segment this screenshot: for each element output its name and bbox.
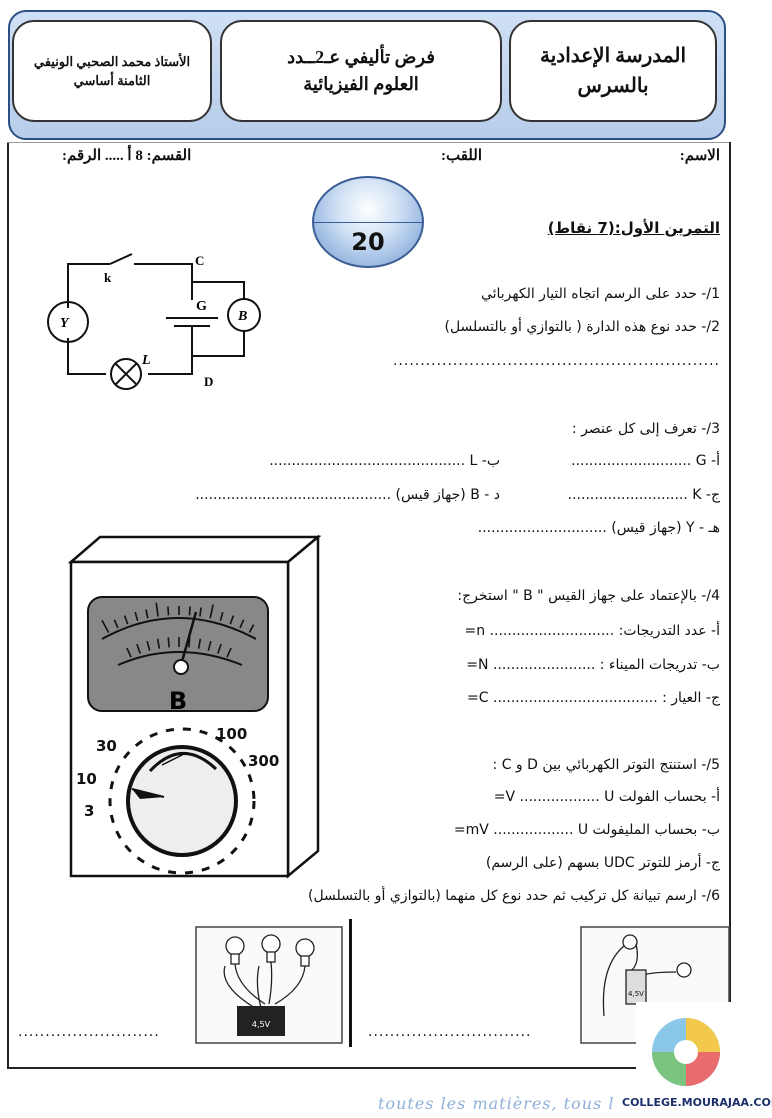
scale-tick <box>123 615 129 625</box>
teacher-box: الأستاذ محمد الصحبي الونيفي الثامنة أساس… <box>12 20 212 122</box>
site-logo[interactable]: COLLEGE.MOURAJAA.COM <box>622 1002 772 1112</box>
circuit-diagram: k C G Y B L D <box>47 253 261 390</box>
surname-label: اللقب: <box>440 148 482 164</box>
question-4: 4/- بالإعتماد على جهاز القيس " B " استخر… <box>457 588 720 604</box>
caliber-30: 30 <box>96 737 117 755</box>
scale-tick <box>207 640 212 651</box>
top-divider <box>7 142 729 143</box>
item-y[interactable]: هـ - Y (جهاز قيس) ......................… <box>477 520 720 536</box>
parallel-lamps-photo: 4,5V <box>195 926 343 1044</box>
battery-label: 4,5V <box>252 1020 271 1029</box>
item-l[interactable]: ب- L ...................................… <box>269 453 500 469</box>
exam-box: فرض تأليفي عـ2ــدد العلوم الفيزيائية <box>220 20 502 122</box>
exercise-title: التمرين الأول:(7 نقاط) <box>547 219 720 237</box>
item-b[interactable]: د - B (جهاز قيس) .......................… <box>195 487 500 503</box>
label-g: G <box>196 299 207 314</box>
label-d: D <box>204 374 213 389</box>
voltage-arrow: ج- أرمز للتوتر UDC بسهم (على الرسم) <box>485 855 720 871</box>
meter-device: B 30 100 10 300 3 <box>67 535 322 879</box>
scale-tick <box>155 602 159 617</box>
class-level: الثامنة أساسي <box>73 73 151 88</box>
label-l: L <box>141 353 151 368</box>
label-c: C <box>195 253 204 268</box>
voltage-volts[interactable]: أ- بحساب الفولت V .................. U= <box>493 789 720 805</box>
caliber-10: 10 <box>76 770 97 788</box>
item-k[interactable]: ج- K ........................... <box>567 487 720 503</box>
question-6: 6/- ارسم تبيانة كل تركيب ثم حدد نوع كل م… <box>307 888 720 904</box>
question-3: 3/- تعرف إلى كل عنصر : <box>571 421 720 437</box>
question-1: 1/- حدد على الرسم اتجاه التيار الكهربائي <box>480 286 720 302</box>
question-2: 2/- حدد نوع هذه الدارة ( بالتوازي أو بال… <box>444 319 720 335</box>
column-divider <box>349 919 352 1047</box>
scale-tick <box>101 619 110 633</box>
class-label: القسم: 8 أ ..... الرقم: <box>62 148 192 164</box>
footer-text: toutes les matières, tous l <box>378 1094 615 1113</box>
label-y: Y <box>60 316 70 331</box>
answer-line-parallel[interactable]: .......................... <box>18 1024 160 1040</box>
page-border <box>7 142 731 1069</box>
name-label: الاسم: <box>679 148 720 164</box>
scale-tick <box>156 638 161 649</box>
answer-line-series[interactable]: .............................. <box>368 1024 532 1040</box>
dial-graduations[interactable]: ب- تدريجات الميناء : ...................… <box>466 657 720 673</box>
score-badge: 20 <box>312 176 424 268</box>
scale-tick <box>167 606 170 616</box>
meter-letter: B <box>169 687 187 715</box>
graduations-count[interactable]: أ- عدد التدريجات: ......................… <box>464 623 720 639</box>
scale-tick <box>167 637 170 648</box>
scale-tick <box>209 604 214 619</box>
exam-title: فرض تأليفي عـ2ــدد <box>287 47 435 67</box>
caliber-100: 100 <box>216 725 247 743</box>
answer-line-2[interactable]: ........................................… <box>392 353 720 369</box>
subject-name: العلوم الفيزيائية <box>303 74 419 94</box>
school-location: بالسرس <box>577 75 649 97</box>
voltage-millivolts[interactable]: ب- بحساب المليفولت mV ..................… <box>453 822 720 838</box>
site-url[interactable]: COLLEGE.MOURAJAA.COM <box>622 1096 772 1109</box>
scale-tick <box>199 607 202 617</box>
scale-tick <box>239 619 245 629</box>
scale-tick <box>145 609 149 619</box>
caliber[interactable]: ج- العيار : ............................… <box>467 690 720 706</box>
scale-tick <box>219 611 224 622</box>
scale-tick <box>188 606 191 616</box>
teacher-name: الأستاذ محمد الصحبي الونيفي <box>33 53 191 69</box>
scale-tick <box>248 624 255 633</box>
score-value: 20 <box>351 228 385 256</box>
scale-tick <box>146 640 151 651</box>
scale-tick <box>113 619 119 629</box>
scale-tick <box>217 643 222 654</box>
question-5: 5/- استنتج التوتر الكهربائي بين D و C : <box>492 757 720 773</box>
item-g[interactable]: أ- G ........................... <box>571 453 720 469</box>
school-box: المدرسة الإعدادية بالسرس <box>509 20 717 122</box>
scale-tick <box>229 615 235 625</box>
caliber-knob[interactable] <box>126 745 238 857</box>
caliber-3: 3 <box>84 802 94 820</box>
caliber-300: 300 <box>248 752 279 770</box>
svg-text:4,5V: 4,5V <box>628 990 644 998</box>
scale-tick <box>226 647 232 658</box>
scale-tick <box>197 638 202 649</box>
scale-tick <box>134 611 139 622</box>
label-b: B <box>237 309 247 324</box>
school-name: المدرسة الإعدادية <box>540 45 686 67</box>
header-banner: المدرسة الإعدادية بالسرس فرض تأليفي عـ2ـ… <box>8 10 726 140</box>
scale-tick <box>126 647 132 658</box>
scale-tick <box>136 643 141 654</box>
label-k: k <box>104 270 112 285</box>
